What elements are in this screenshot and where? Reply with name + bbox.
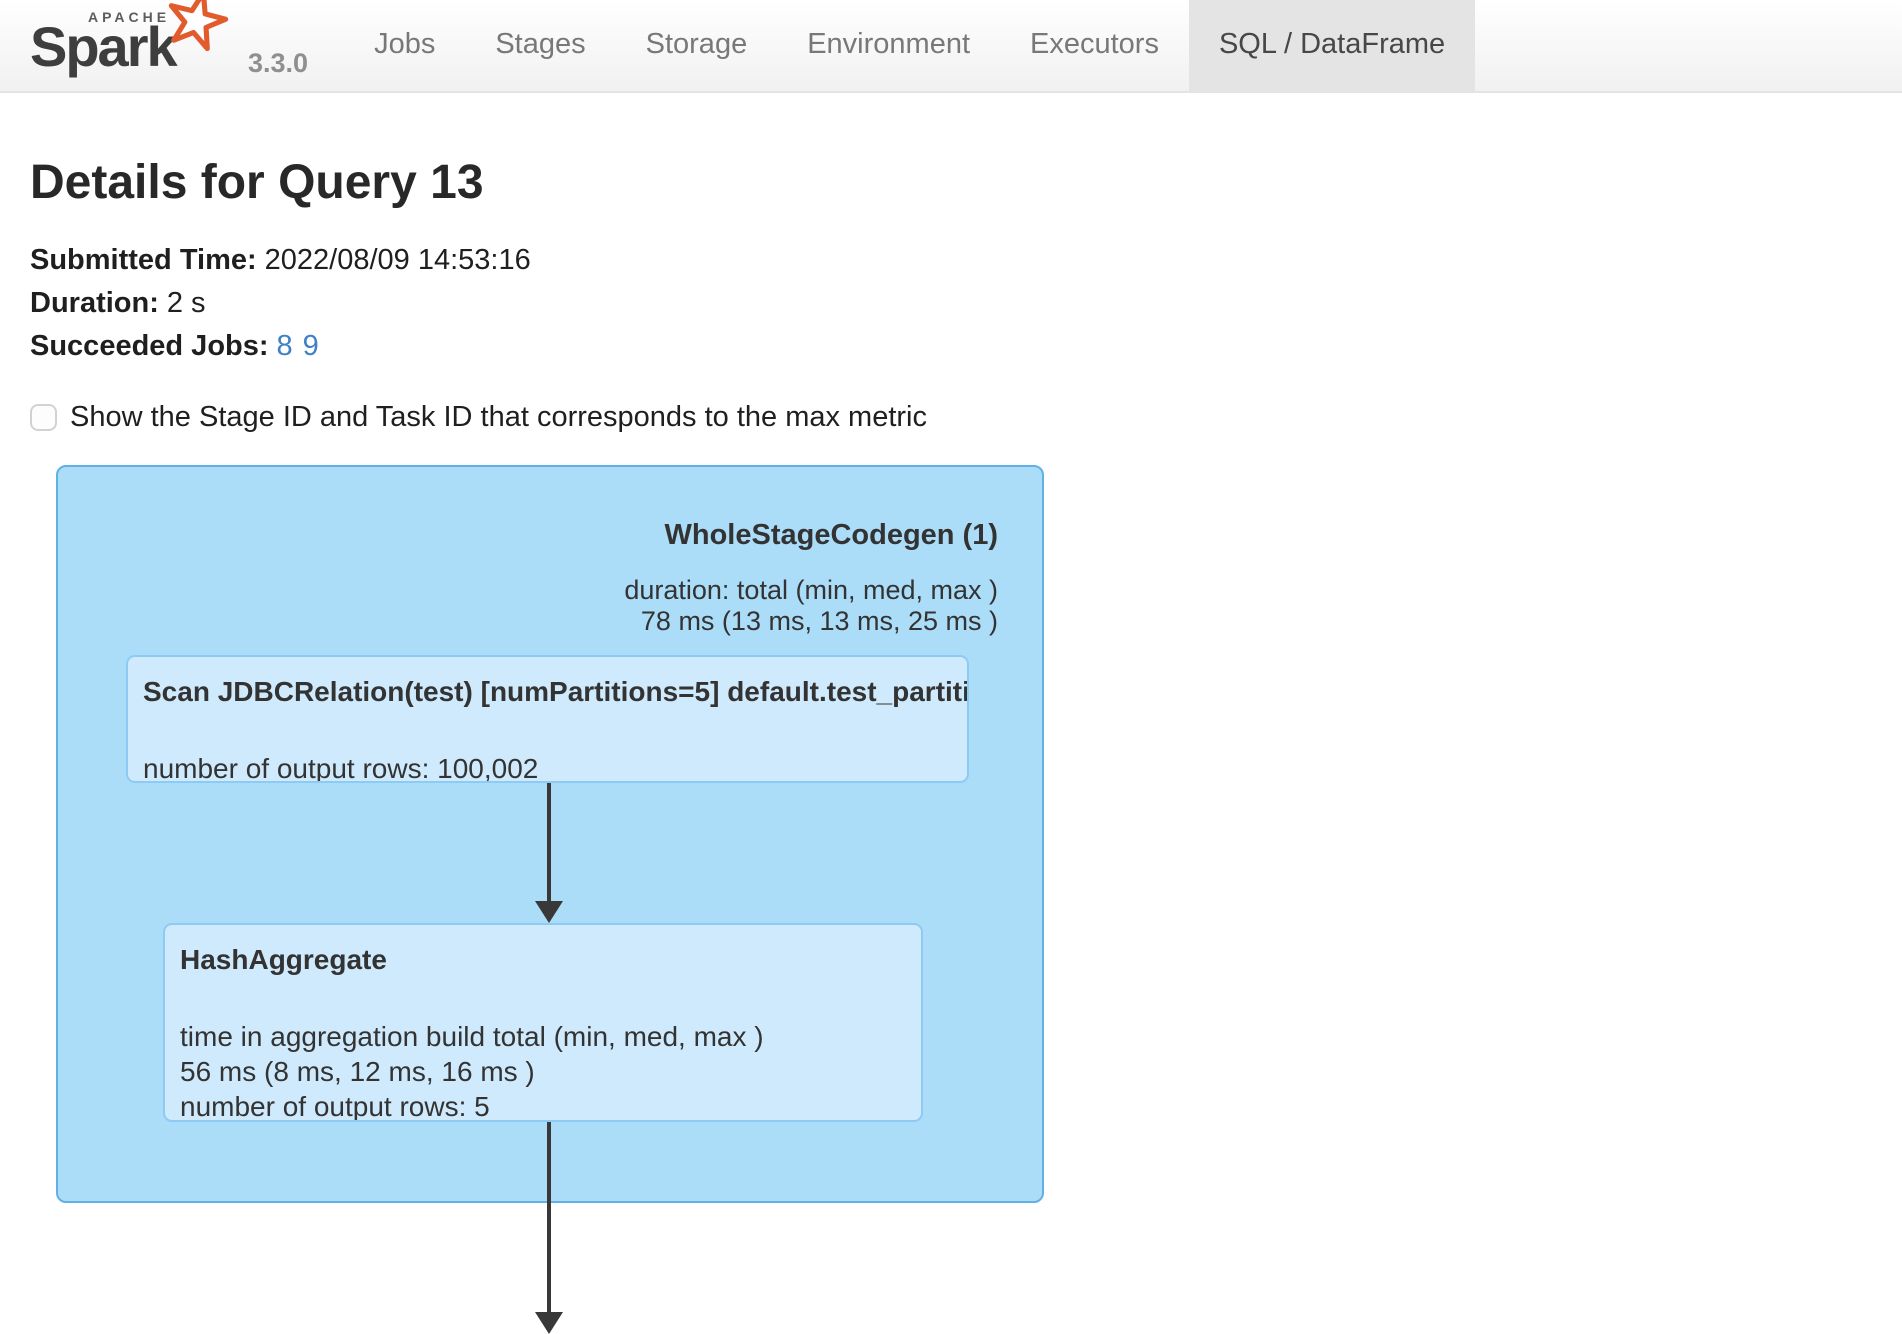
duration-label: Duration: bbox=[30, 287, 159, 319]
node-hashaggregate: HashAggregate time in aggregation build … bbox=[163, 923, 923, 1122]
spark-version: 3.3.0 bbox=[248, 48, 309, 78]
submitted-time-row: Submitted Time:2022/08/09 14:53:16 bbox=[30, 239, 1872, 282]
arrowhead-icon bbox=[535, 1312, 563, 1334]
edge-scan-to-hashaggregate bbox=[547, 783, 551, 905]
node-metric: 56 ms (8 ms, 12 ms, 16 ms ) bbox=[180, 1056, 535, 1087]
cluster-title: WholeStageCodegen (1) bbox=[664, 519, 998, 551]
cluster-metric: duration: total (min, med, max ) bbox=[624, 575, 998, 605]
node-scan-jdbcrelation: Scan JDBCRelation(test) [numPartitions=5… bbox=[126, 655, 969, 783]
succeeded-job-link[interactable]: 8 bbox=[276, 330, 293, 362]
nav-item-executors[interactable]: Executors bbox=[1030, 28, 1159, 60]
query-summary: Submitted Time:2022/08/09 14:53:16 Durat… bbox=[30, 239, 1872, 368]
nav-item-environment[interactable]: Environment bbox=[807, 28, 971, 60]
node-title: Scan JDBCRelation(test) [numPartitions=5… bbox=[143, 676, 969, 707]
spark-logo: APACHE Spark bbox=[26, 0, 238, 91]
node-metric: number of output rows: 5 bbox=[180, 1091, 490, 1122]
max-metric-checkbox[interactable] bbox=[30, 404, 57, 431]
max-metric-checkbox-label[interactable]: Show the Stage ID and Task ID that corre… bbox=[70, 401, 928, 433]
apache-label: APACHE bbox=[88, 9, 171, 25]
spark-brand: APACHE Spark 3.3.0 bbox=[0, 0, 308, 91]
nav-item-jobs[interactable]: Jobs bbox=[374, 28, 436, 60]
succeeded-jobs-label: Succeeded Jobs: bbox=[30, 330, 269, 362]
wholestagecodegen-cluster: WholeStageCodegen (1) duration: total (m… bbox=[56, 465, 1044, 1203]
max-metric-checkbox-row: Show the Stage ID and Task ID that corre… bbox=[30, 401, 1872, 434]
edge-hashaggregate-out bbox=[547, 1122, 551, 1314]
query-details-content: Details for Query 13 Submitted Time:2022… bbox=[0, 155, 1902, 434]
node-metric: number of output rows: 100,002 bbox=[143, 753, 539, 783]
node-metric: time in aggregation build total (min, me… bbox=[180, 1021, 764, 1052]
cluster-label: WholeStageCodegen (1) duration: total (m… bbox=[624, 519, 998, 637]
spark-star-icon bbox=[157, 0, 236, 64]
nav-item-storage[interactable]: Storage bbox=[645, 28, 748, 60]
submitted-time-value: 2022/08/09 14:53:16 bbox=[264, 244, 531, 276]
nav-items: Jobs Stages Storage Environment Executor… bbox=[344, 0, 1476, 91]
node-title: HashAggregate bbox=[180, 944, 387, 975]
nav-item-stages[interactable]: Stages bbox=[495, 28, 586, 60]
node-metrics: number of output rows: 100,002 bbox=[128, 707, 967, 783]
succeeded-job-link[interactable]: 9 bbox=[302, 330, 319, 362]
cluster-metrics: duration: total (min, med, max ) 78 ms (… bbox=[624, 575, 998, 637]
top-navbar: APACHE Spark 3.3.0 Jobs Stages Storage E… bbox=[0, 0, 1902, 93]
duration-value: 2 s bbox=[166, 287, 206, 319]
arrowhead-icon bbox=[535, 901, 563, 923]
duration-row: Duration:2 s bbox=[30, 282, 1872, 325]
submitted-time-label: Submitted Time: bbox=[30, 244, 257, 276]
nav-item-sql-dataframe[interactable]: SQL / DataFrame bbox=[1188, 0, 1476, 91]
page-title: Details for Query 13 bbox=[30, 156, 484, 209]
node-metrics: time in aggregation build total (min, me… bbox=[165, 975, 921, 1122]
cluster-metric: 78 ms (13 ms, 13 ms, 25 ms ) bbox=[640, 606, 998, 636]
spark-logo-word: Spark bbox=[30, 15, 178, 78]
